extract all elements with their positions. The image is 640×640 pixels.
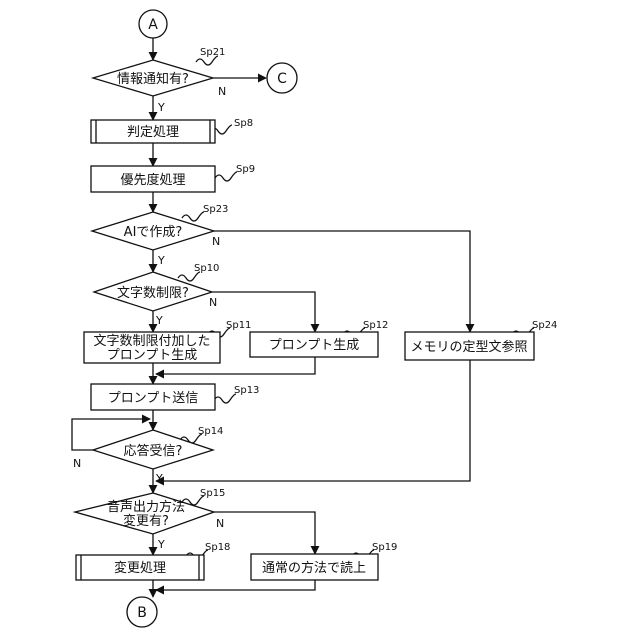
sp15-no-label: N bbox=[216, 517, 224, 530]
sp18-tag: Sp18 bbox=[205, 542, 230, 553]
sp18-label: 変更処理 bbox=[114, 560, 166, 576]
sp8-tag: Sp8 bbox=[234, 118, 253, 129]
sp14-label: 応答受信? bbox=[124, 443, 183, 459]
sp15-label-line1: 音声出力方法 bbox=[107, 499, 185, 515]
sp19-tag: Sp19 bbox=[372, 542, 397, 553]
sp23-no-label: N bbox=[212, 235, 220, 248]
sp9-label: 優先度処理 bbox=[120, 172, 185, 188]
sp21-yes-label: Y bbox=[157, 101, 165, 114]
sp21-tag: Sp21 bbox=[200, 47, 225, 58]
sp23-yes-label: Y bbox=[157, 254, 165, 267]
sp15-yes-label: Y bbox=[157, 538, 165, 551]
sp10-no-label: N bbox=[209, 296, 217, 309]
terminal-b-label: B bbox=[137, 605, 147, 621]
sp24-tag: Sp24 bbox=[532, 320, 557, 331]
sp19-label: 通常の方法で読上 bbox=[262, 560, 366, 576]
edge-sp24-merge bbox=[156, 360, 470, 481]
sp12-tag: Sp12 bbox=[363, 320, 388, 331]
sp14-no-label: N bbox=[73, 457, 81, 470]
sp10-label: 文字数制限? bbox=[117, 286, 189, 301]
sp23-label: AIで作成? bbox=[124, 225, 183, 240]
sp23-tag: Sp23 bbox=[203, 204, 228, 215]
sp15-label-line2: 変更有? bbox=[123, 513, 169, 529]
sp12-label: プロンプト生成 bbox=[269, 338, 360, 353]
sp21-label: 情報通知有? bbox=[117, 71, 189, 87]
leader-sp9 bbox=[215, 172, 237, 181]
sp8-label: 判定処理 bbox=[127, 125, 179, 140]
terminal-a-label: A bbox=[148, 17, 158, 33]
sp15-tag: Sp15 bbox=[200, 488, 225, 499]
sp21-no-label: N bbox=[218, 85, 226, 98]
sp24-label: メモリの定型文参照 bbox=[410, 339, 527, 355]
sp14-tag: Sp14 bbox=[198, 426, 223, 437]
edge-sp23-sp24 bbox=[214, 231, 470, 332]
leader-sp23 bbox=[182, 212, 204, 221]
sp11-label-line2: プロンプト生成 bbox=[107, 348, 198, 363]
sp10-yes-label: Y bbox=[155, 314, 163, 327]
leader-sp13 bbox=[214, 394, 236, 403]
sp9-tag: Sp9 bbox=[236, 164, 255, 175]
sp13-label: プロンプト送信 bbox=[108, 391, 199, 406]
sp11-tag: Sp11 bbox=[226, 320, 251, 331]
sp14-yes-label: Y bbox=[155, 472, 163, 485]
sp13-tag: Sp13 bbox=[234, 385, 259, 396]
sp11-label-line1: 文字数制限付加した bbox=[93, 334, 210, 349]
edge-sp19-merge bbox=[156, 580, 315, 590]
sp10-tag: Sp10 bbox=[194, 263, 219, 274]
terminal-c-label: C bbox=[277, 71, 287, 87]
